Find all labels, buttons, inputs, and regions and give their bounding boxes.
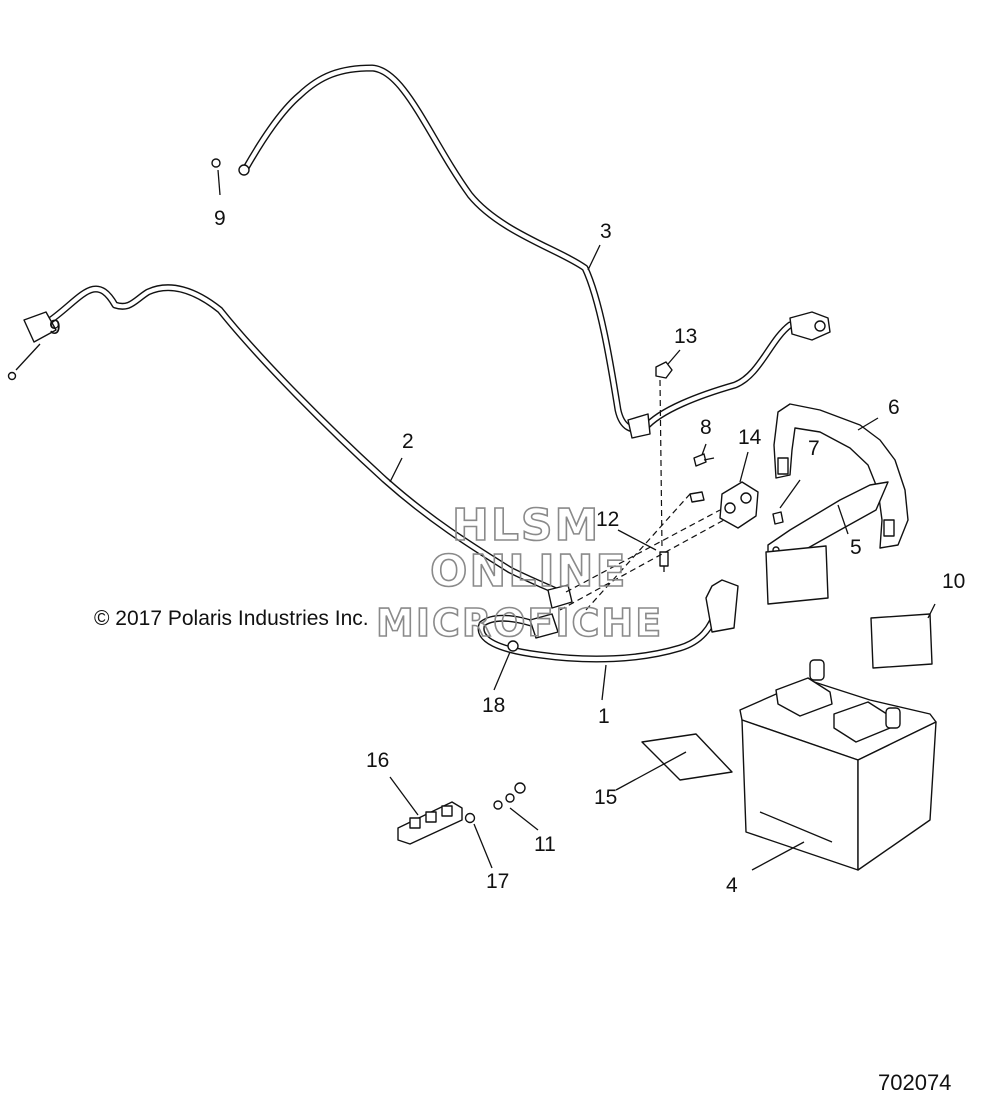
callouts: 1 2 3 4 5 6 7 8 9 9 10 11 12 13 14 15 16… (49, 207, 965, 897)
copyright-notice: © 2017 Polaris Industries Inc. (94, 607, 369, 630)
cable-3 (238, 64, 831, 439)
callout-18: 18 (482, 694, 505, 717)
cable-1 (477, 579, 739, 663)
watermark-line-1: HLSM (452, 500, 600, 551)
callout-10: 10 (942, 570, 965, 593)
bolt-8 (693, 453, 715, 467)
bracket-5 (767, 481, 889, 557)
callout-16: 16 (366, 749, 389, 772)
bolt-7 (772, 511, 784, 525)
nut-17 (464, 812, 476, 824)
assembly-lines (559, 379, 725, 611)
callout-8: 8 (700, 416, 712, 439)
callout-6: 6 (888, 396, 900, 419)
callout-12: 12 (596, 508, 619, 531)
callout-3: 3 (600, 220, 612, 243)
nut-11 (493, 782, 526, 810)
callout-2: 2 (402, 430, 414, 453)
fuse-holder-16 (397, 801, 463, 845)
nut-13 (655, 361, 673, 379)
callout-4: 4 (726, 874, 738, 897)
nut-9b (7, 371, 17, 381)
callout-11: 11 (534, 833, 556, 856)
pad-left (765, 545, 829, 605)
nut-9a (211, 158, 221, 168)
watermark-line-3: MICROFICHE (376, 601, 663, 645)
leader-lines (15, 169, 936, 871)
callout-15: 15 (594, 786, 617, 809)
callout-9b: 9 (49, 316, 61, 339)
callout-1: 1 (598, 705, 610, 728)
pad-10 (870, 613, 933, 669)
callout-17: 17 (486, 870, 509, 893)
callout-14: 14 (738, 426, 762, 449)
label-15 (641, 733, 733, 781)
callout-7: 7 (808, 437, 820, 460)
cable-2 (23, 284, 573, 609)
solenoid-14 (689, 481, 759, 529)
diagram-number: 702074 (878, 1070, 951, 1095)
watermark: HLSM ONLINE MICROFICHE (375, 499, 663, 646)
bracket-6 (773, 403, 909, 549)
callout-5: 5 (850, 536, 862, 559)
callout-13: 13 (674, 325, 697, 348)
nut-18 (507, 640, 519, 652)
battery-4 (739, 659, 937, 871)
callout-9a: 9 (214, 207, 226, 230)
watermark-line-2: ONLINE (430, 546, 628, 597)
